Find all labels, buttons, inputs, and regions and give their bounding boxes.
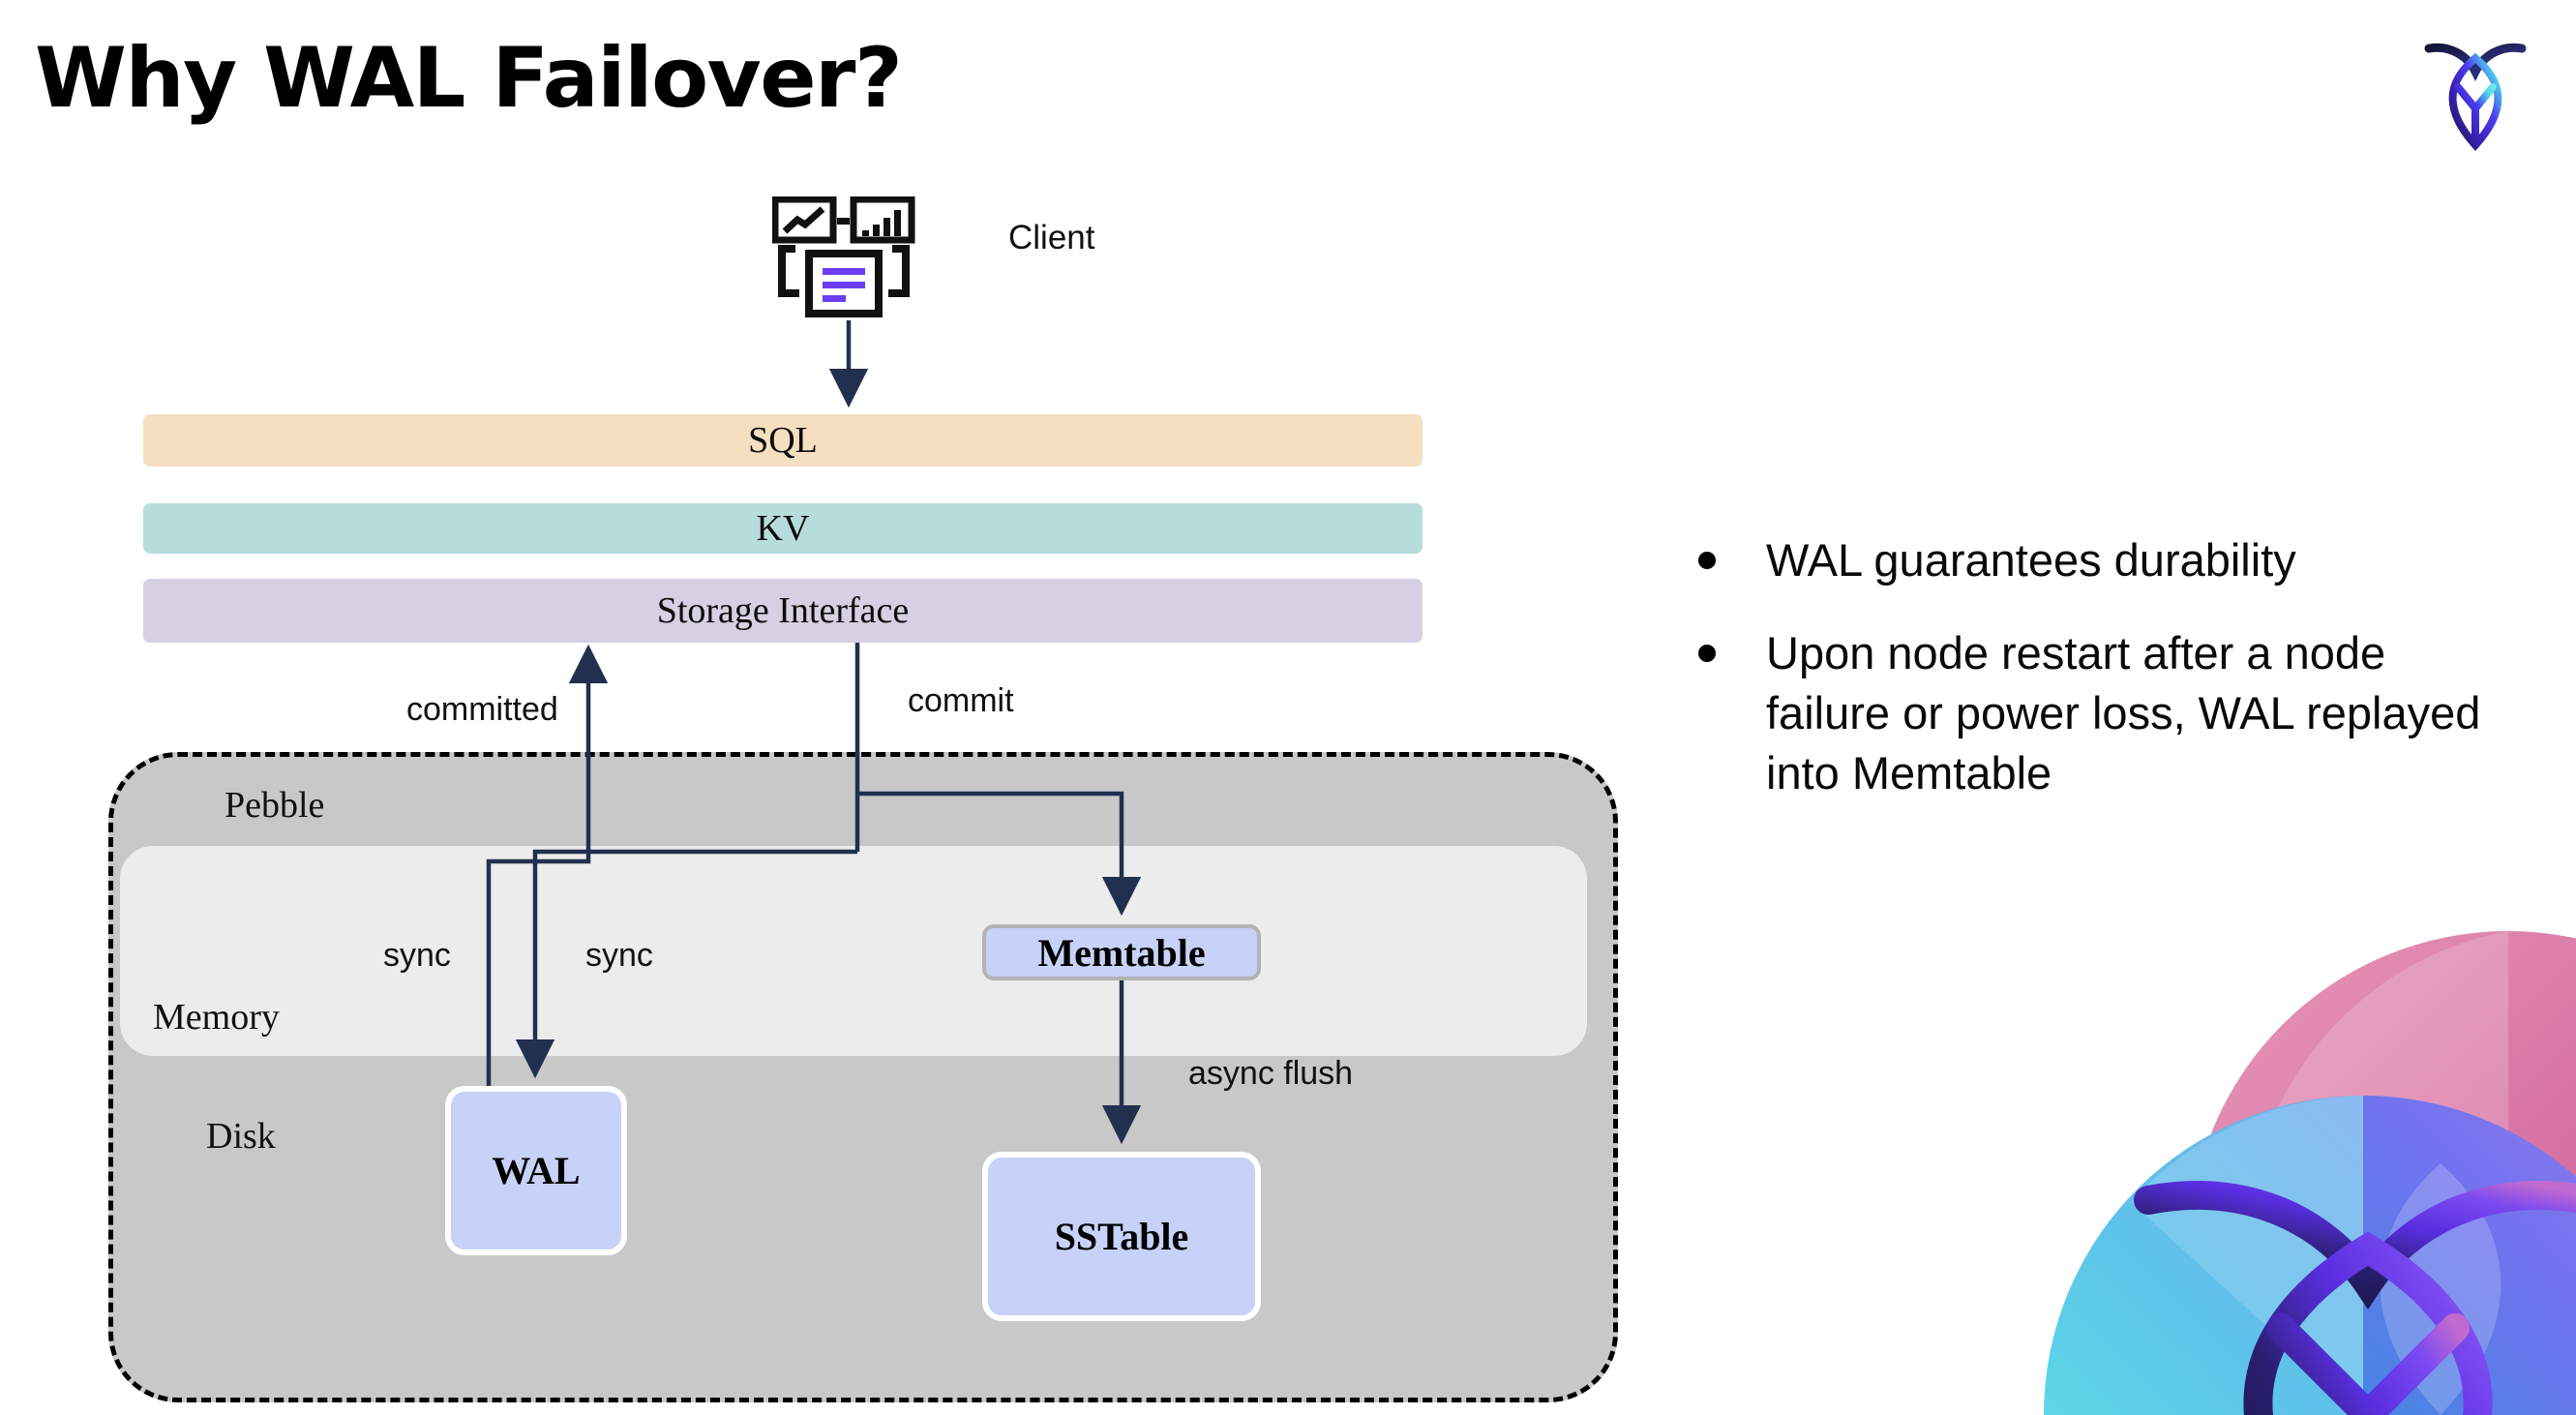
pebble-label: Pebble: [225, 785, 325, 826]
bullet-dot-icon: [1698, 645, 1716, 663]
architecture-diagram: Client SQL KV Storage Interface Pebble M…: [108, 196, 1618, 1402]
bullet-dot-icon: [1698, 552, 1716, 569]
memory-label: Memory: [153, 997, 280, 1038]
edge-label-sync-left: sync: [383, 937, 451, 974]
bullet-text: Upon node restart after a node failure o…: [1766, 627, 2481, 799]
node-memtable: Memtable: [982, 924, 1261, 980]
client-device-icon: [771, 196, 925, 320]
cockroach-labs-logo-icon: [2408, 25, 2543, 161]
node-wal: WAL: [445, 1086, 627, 1255]
client-label: Client: [1008, 219, 1095, 256]
layer-bar-sql: SQL: [143, 414, 1423, 467]
layer-label-sql: SQL: [748, 420, 818, 461]
layer-bar-kv: KV: [143, 503, 1423, 554]
memory-region: [120, 846, 1587, 1056]
disk-label: Disk: [206, 1116, 276, 1157]
page-title: Why WAL Failover?: [35, 30, 903, 127]
bullet-text: WAL guarantees durability: [1766, 534, 2296, 586]
edge-label-committed: committed: [406, 691, 558, 728]
node-label-wal: WAL: [492, 1149, 581, 1192]
edge-label-commit: commit: [908, 682, 1014, 719]
node-label-memtable: Memtable: [1037, 930, 1206, 975]
edge-label-async-flush: async flush: [1188, 1055, 1354, 1092]
layer-label-storage-interface: Storage Interface: [656, 590, 910, 631]
cockroach-labs-watermark-icon: [1841, 873, 2576, 1415]
edge-label-sync-right: sync: [585, 937, 653, 974]
bullet-list: WAL guarantees durability Upon node rest…: [1698, 530, 2521, 836]
layer-bar-storage-interface: Storage Interface: [143, 579, 1423, 643]
node-sstable: SSTable: [982, 1152, 1261, 1321]
list-item: WAL guarantees durability: [1698, 530, 2521, 590]
layer-label-kv: KV: [756, 508, 810, 549]
list-item: Upon node restart after a node failure o…: [1698, 623, 2521, 803]
node-label-sstable: SSTable: [1054, 1215, 1189, 1258]
